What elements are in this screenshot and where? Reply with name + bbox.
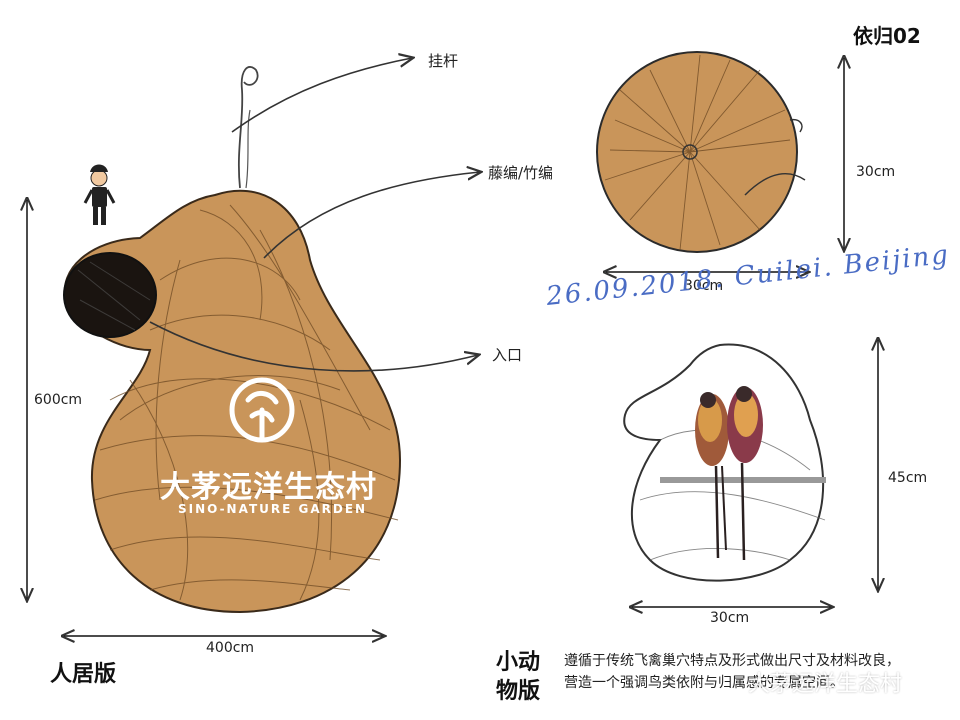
top-view-drawing: [596, 51, 806, 253]
human-version-caption: 人居版: [50, 662, 117, 687]
description-line1: 遵循于传统飞禽巢穴特点及形式做出尺寸及材料改良，: [564, 653, 900, 669]
animal-width-label: 30cm: [710, 610, 750, 626]
weave-label: 藤编/竹编: [488, 164, 554, 182]
description-line2: 营造一个强调鸟类依附与归属感的专属空间。: [564, 675, 844, 691]
top-view-height-label: 30cm: [856, 164, 896, 180]
weave-arrow: [263, 172, 480, 259]
human-width-label: 400cm: [206, 640, 255, 656]
birds-illustration: [695, 386, 763, 561]
human-height-label: 600cm: [34, 392, 83, 408]
animal-nest-drawing: [623, 343, 826, 582]
animal-height-label: 45cm: [888, 470, 928, 486]
entrance-opening: [63, 252, 157, 338]
logo-chinese-name: 大茅远洋生态村: [160, 470, 377, 505]
pole-label: 挂杆: [428, 52, 459, 70]
logo-english-name: SINO-NATURE GARDEN: [178, 502, 368, 516]
pole-arrow: [231, 58, 412, 133]
diagram-title: 依归02: [853, 24, 921, 48]
logo-emblem: [229, 377, 295, 443]
description: 遵循于传统飞禽巢穴特点及形式做出尺寸及材料改良， 营造一个强调鸟类依附与归属感的…: [564, 650, 954, 694]
animal-version-caption-line2: 物版: [496, 679, 541, 704]
watermark: 大茅远洋生态村: [748, 672, 903, 697]
person-figure: [83, 164, 116, 225]
human-nest-drawing: [63, 66, 402, 614]
entrance-arrow: [149, 321, 478, 372]
entrance-label: 入口: [492, 346, 523, 364]
top-view-width-label: 30cm: [684, 278, 724, 294]
animal-version-caption-line1: 小动: [496, 650, 541, 675]
